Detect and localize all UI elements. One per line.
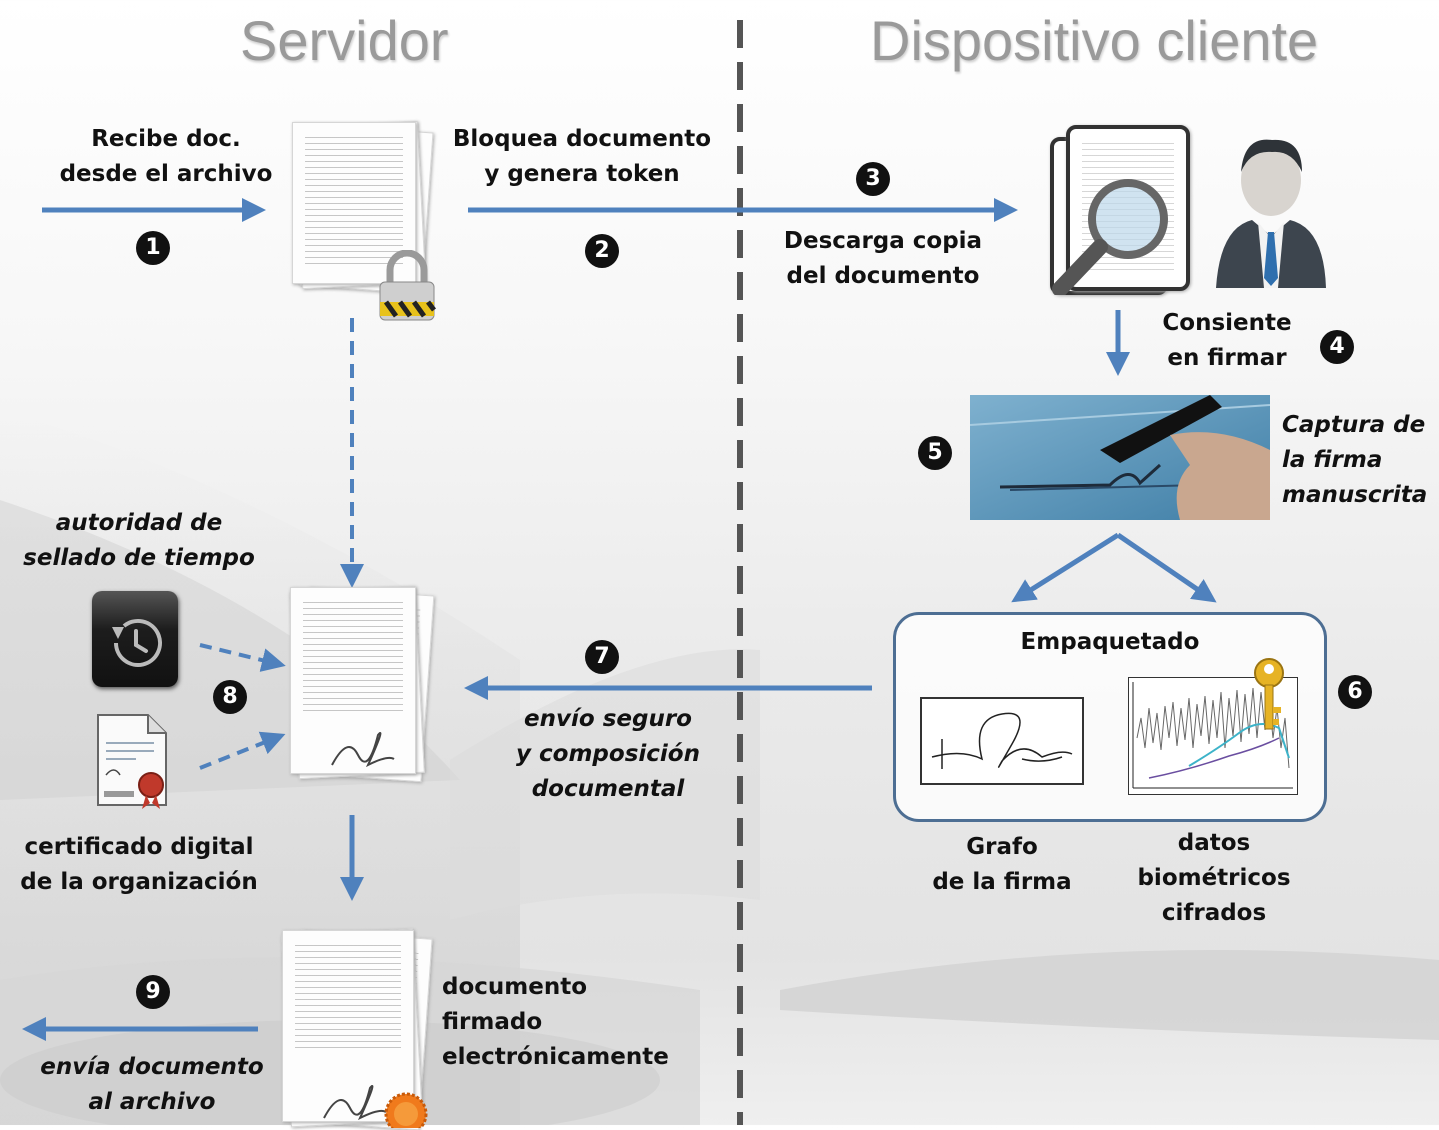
key-icon (1254, 658, 1284, 730)
locked-document (290, 120, 440, 321)
divider-dashed-line (737, 20, 743, 1125)
businessman-icon (1216, 139, 1326, 288)
seal-icon (384, 1092, 428, 1128)
arrow-dashed-cert (199, 731, 286, 770)
package-title: Empaquetado (1020, 629, 1200, 655)
header-servidor: Servidor (240, 9, 449, 72)
arrow-split-right (1116, 532, 1217, 603)
signed-document (280, 928, 440, 1130)
signature-scribble (331, 732, 395, 768)
signature-graph-box (920, 697, 1084, 785)
step-number-9: 9 (136, 975, 170, 1009)
signature-scribble-2 (323, 1085, 387, 1121)
step-number-6: 6 (1338, 675, 1372, 709)
padlock-icon (379, 250, 436, 321)
biometric-data-box (1128, 677, 1298, 795)
step-number-1: 1 (136, 231, 170, 265)
step-number-7: 7 (585, 640, 619, 674)
label-recibe: Recibe doc.desde el archivo (59, 126, 273, 187)
step-number-2: 2 (585, 234, 619, 268)
step-number-5: 5 (918, 436, 952, 470)
time-stamp-icon (92, 591, 178, 687)
arrow-split-left (1011, 532, 1120, 603)
certificate-icon (96, 713, 172, 809)
composed-document (288, 585, 438, 785)
header-dispositivo-cliente: Dispositivo cliente (870, 9, 1319, 72)
pen-signing-photo (970, 395, 1270, 520)
step-number-4: 4 (1320, 330, 1354, 364)
arrow-dashed-timestamp (199, 643, 286, 672)
step-number-8: 8 (213, 680, 247, 714)
step-number-3: 3 (856, 162, 890, 196)
document-magnifier-icon (1050, 125, 1190, 295)
package-box: Empaquetado (893, 612, 1327, 822)
